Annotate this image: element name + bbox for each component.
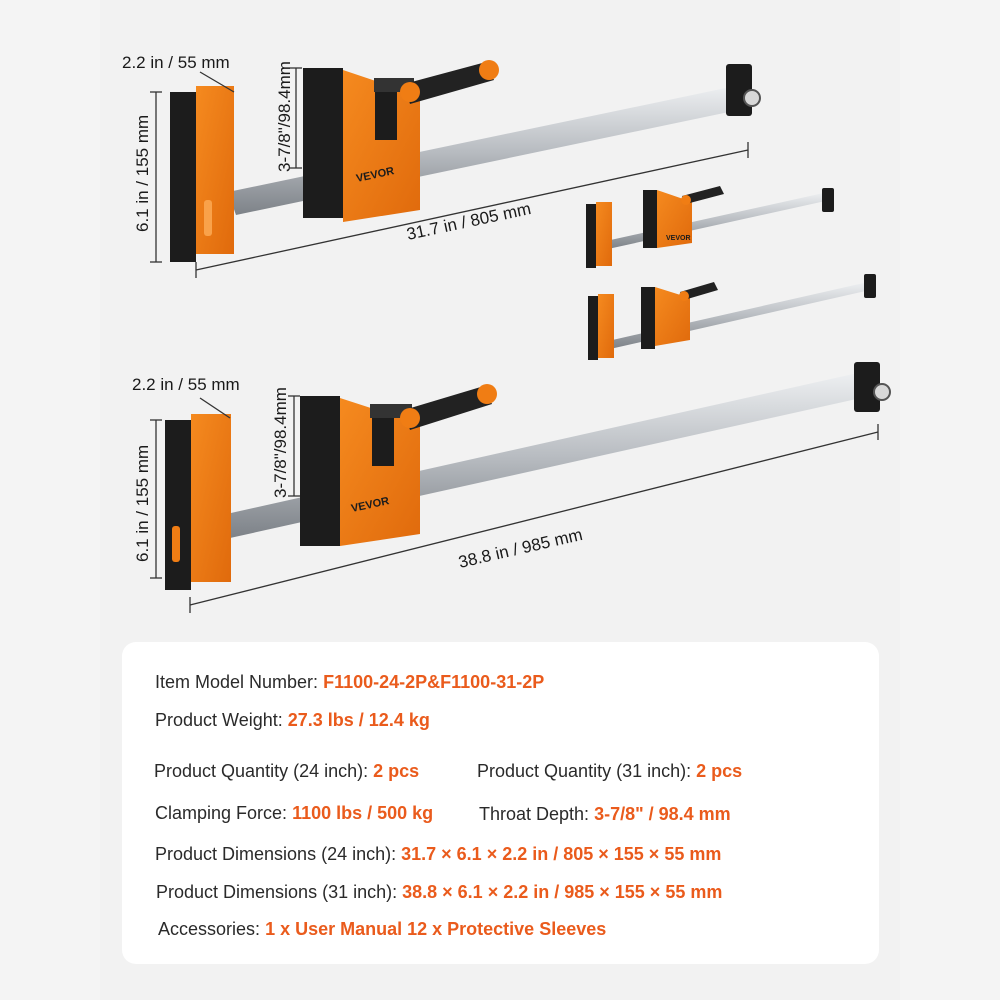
screw-housing: [375, 92, 397, 140]
jaw-slot: [172, 526, 180, 562]
spec-label: Accessories:: [158, 919, 261, 939]
spec-accessories: Accessories: 1 x User Manual 12 x Protec…: [158, 919, 606, 940]
height-label: 6.1 in / 155 mm: [133, 445, 152, 562]
throat-label: 3-7/8"/98.4mm: [271, 387, 290, 498]
spec-value: 27.3 lbs / 12.4 kg: [287, 710, 430, 730]
spec-value: 1 x User Manual 12 x Protective Sleeves: [265, 919, 607, 939]
end-ring: [743, 89, 761, 107]
throat-label: 3-7/8"/98.4mm: [275, 61, 294, 172]
jaw-width-dim-line: [199, 71, 235, 93]
spec-value: 2 pcs: [373, 761, 420, 781]
fixed-jaw: [196, 86, 234, 254]
spec-weight: Product Weight: 27.3 lbs / 12.4 kg: [155, 710, 430, 731]
spec-value: 2 pcs: [696, 761, 743, 781]
height-label: 6.1 in / 155 mm: [133, 115, 152, 232]
screw-housing: [372, 416, 394, 466]
spec-qty-31: Product Quantity (31 inch): 2 pcs: [477, 761, 742, 782]
thumbnail-brand: VEVOR: [666, 235, 691, 242]
thumbnail-clamp-2: [588, 274, 876, 360]
spec-dims-31: Product Dimensions (31 inch): 38.8 × 6.1…: [156, 882, 722, 903]
spec-label: Product Dimensions (31 inch):: [156, 882, 398, 902]
spec-label: Item Model Number:: [155, 672, 319, 692]
spec-value: 3-7/8" / 98.4 mm: [594, 804, 731, 824]
movable-jaw-body: [343, 70, 420, 222]
handle-cap: [477, 384, 497, 404]
bar-end-stop: [854, 362, 880, 412]
spec-label: Product Quantity (31 inch):: [477, 761, 692, 781]
movable-jaw-pad: [303, 68, 343, 218]
spec-label: Product Weight:: [155, 710, 283, 730]
spec-card: Item Model Number: F1100-24-2P&F1100-31-…: [122, 642, 879, 964]
length-dim-line: [189, 431, 879, 606]
fixed-jaw: [191, 414, 231, 582]
movable-jaw-body: [340, 398, 420, 546]
spec-value: 38.8 × 6.1 × 2.2 in / 985 × 155 × 55 mm: [402, 882, 723, 902]
spec-label: Throat Depth:: [479, 804, 590, 824]
spec-value: 1100 lbs / 500 kg: [292, 803, 434, 823]
jaw-width-dim-line: [199, 397, 231, 419]
handle: [404, 62, 494, 104]
thumbnail-clamp-1: VEVOR: [586, 186, 834, 268]
handle-collar: [400, 82, 420, 102]
length-label: 31.7 in / 805 mm: [405, 199, 533, 244]
length-label: 38.8 in / 985 mm: [457, 525, 585, 572]
spec-label: Product Dimensions (24 inch):: [155, 844, 397, 864]
fixed-jaw-pad: [170, 92, 196, 262]
spec-dims-24: Product Dimensions (24 inch): 31.7 × 6.1…: [155, 844, 721, 865]
jaw-width-label: 2.2 in / 55 mm: [132, 375, 240, 394]
clamp-31-inch: VEVOR 38.8 in / 985 mm 6.1 in / 155 mm 2…: [132, 362, 891, 613]
spec-qty-24: Product Quantity (24 inch): 2 pcs: [154, 761, 419, 782]
fixed-jaw-pad: [165, 420, 191, 590]
spec-value: F1100-24-2P&F1100-31-2P: [323, 672, 545, 692]
jaw-slot: [204, 200, 212, 236]
spec-model: Item Model Number: F1100-24-2P&F1100-31-…: [155, 672, 544, 693]
product-illustration: VEVOR 31.7 in / 805 mm 6.1 in / 155 mm 2…: [122, 53, 891, 613]
jaw-width-label: 2.2 in / 55 mm: [122, 53, 230, 72]
movable-jaw-pad: [300, 396, 340, 546]
spec-label: Product Quantity (24 inch):: [154, 761, 369, 781]
handle-cap: [479, 60, 499, 80]
end-ring: [873, 383, 891, 401]
spec-force: Clamping Force: 1100 lbs / 500 kg: [155, 803, 433, 824]
spec-throat: Throat Depth: 3-7/8" / 98.4 mm: [479, 804, 731, 825]
handle: [404, 386, 492, 430]
length-dim-line: [195, 149, 749, 271]
handle-collar: [400, 408, 420, 428]
spec-value: 31.7 × 6.1 × 2.2 in / 805 × 155 × 55 mm: [401, 844, 722, 864]
clamp-24-inch: VEVOR 31.7 in / 805 mm 6.1 in / 155 mm 2…: [122, 53, 761, 278]
spec-label: Clamping Force:: [155, 803, 288, 823]
